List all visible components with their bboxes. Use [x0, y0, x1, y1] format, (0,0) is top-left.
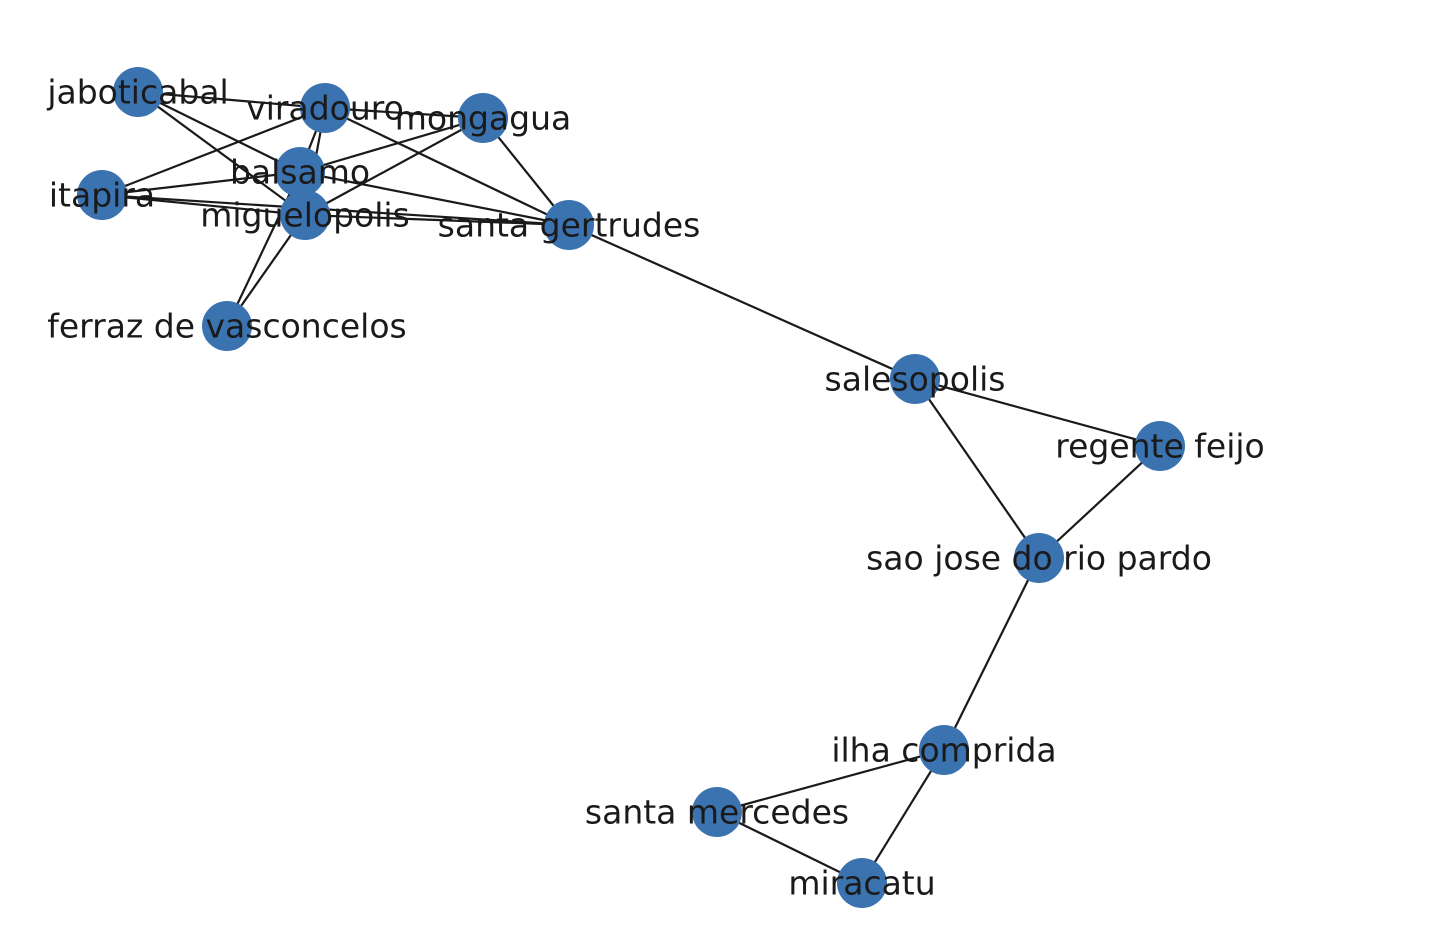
edge-itapira-miguelopolis [101, 193, 306, 217]
node-label-jaboticabal: jaboticabal [46, 73, 228, 112]
node-label-miracatu: miracatu [788, 864, 935, 903]
node-itapira [77, 170, 127, 220]
node-mongagua [458, 93, 508, 143]
node-miguelopolis [280, 190, 330, 240]
edge-santa-mercedes-miracatu [716, 811, 863, 884]
edge-viradouro-itapira [101, 106, 326, 197]
edge-ilha-comprida-miracatu [861, 749, 945, 884]
node-santa-gertrudes [544, 200, 594, 250]
edge-santa-gertrudes-salesopolis [568, 223, 916, 381]
node-label-ilha-comprida: ilha comprida [831, 731, 1056, 770]
node-label-sao-jose-do-rio-pardo: sao jose do rio pardo [866, 539, 1212, 578]
node-ilha-comprida [919, 725, 969, 775]
node-label-mongagua: mongagua [395, 99, 572, 138]
node-label-santa-gertrudes: santa gertrudes [438, 206, 701, 245]
node-balsamo [275, 147, 325, 197]
edge-miguelopolis-santa-gertrudes [304, 213, 570, 227]
edge-salesopolis-regente-feijo [914, 377, 1161, 448]
edge-balsamo-itapira [101, 170, 301, 197]
edge-regente-feijo-sao-jose-do-rio-pardo [1038, 445, 1161, 559]
edge-itapira-santa-gertrudes [101, 193, 570, 227]
node-viradouro [300, 83, 350, 133]
node-label-balsamo: balsamo [230, 153, 370, 192]
node-label-ferraz-de-vasconcelos: ferraz de vasconcelos [47, 307, 406, 346]
node-regente-feijo [1135, 421, 1185, 471]
edge-mongagua-miguelopolis [304, 117, 484, 216]
edge-ilha-comprida-santa-mercedes [716, 748, 945, 814]
edge-jaboticabal-balsamo [137, 91, 301, 173]
edge-sao-jose-do-rio-pardo-ilha-comprida [943, 557, 1040, 751]
node-label-miguelopolis: miguelopolis [200, 196, 410, 235]
node-label-santa-mercedes: santa mercedes [585, 793, 849, 832]
edge-jaboticabal-viradouro [137, 90, 326, 110]
node-santa-mercedes [692, 787, 742, 837]
edge-viradouro-mongagua [324, 106, 484, 120]
edge-viradouro-santa-gertrudes [324, 107, 570, 226]
node-ferraz-de-vasconcelos [202, 301, 252, 351]
edge-balsamo-santa-gertrudes [299, 170, 570, 227]
edge-salesopolis-sao-jose-do-rio-pardo [914, 378, 1040, 559]
node-label-itapira: itapira [49, 176, 155, 215]
node-layer [77, 67, 1185, 908]
edge-jaboticabal-miguelopolis [137, 91, 306, 216]
node-miracatu [837, 858, 887, 908]
node-jaboticabal [113, 67, 163, 117]
node-sao-jose-do-rio-pardo [1014, 533, 1064, 583]
edge-mongagua-balsamo [299, 116, 484, 174]
node-label-viradouro: viradouro [246, 89, 404, 128]
node-label-regente-feijo: regente feijo [1055, 427, 1265, 466]
node-salesopolis [890, 354, 940, 404]
node-label-salesopolis: salesopolis [825, 360, 1006, 399]
